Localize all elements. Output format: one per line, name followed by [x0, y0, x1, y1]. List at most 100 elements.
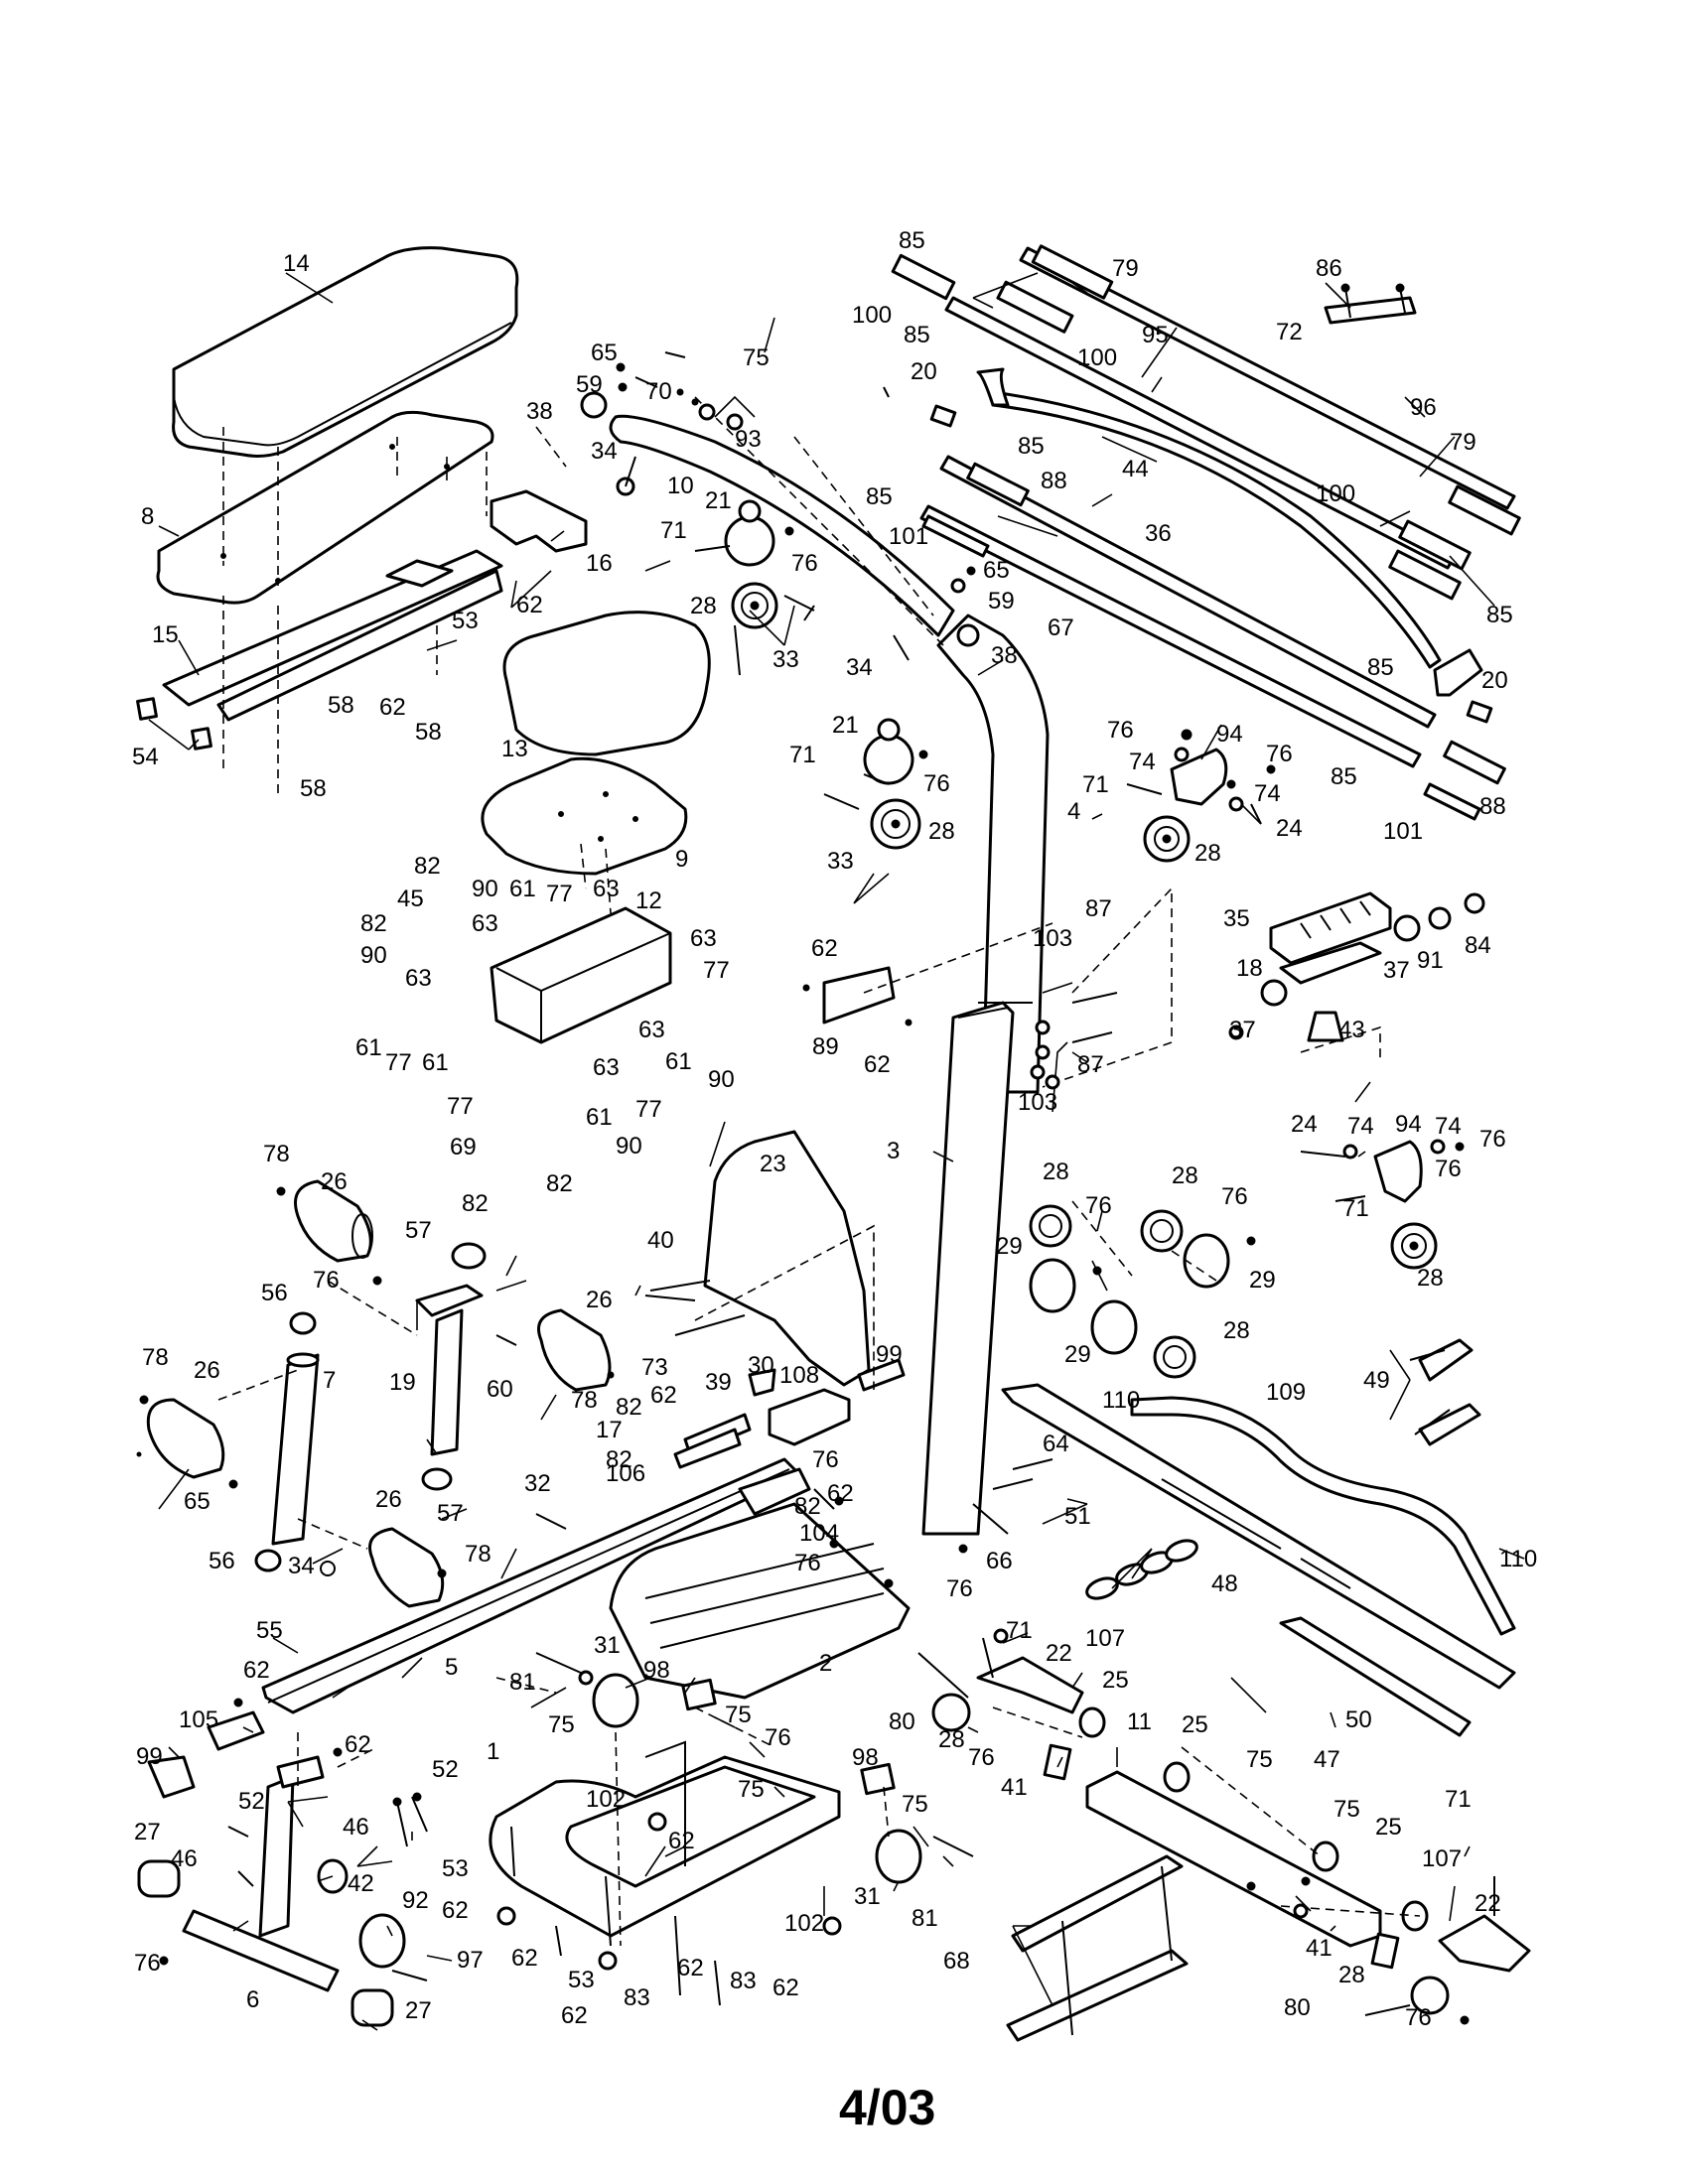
- label-74-a: 74: [1129, 749, 1156, 775]
- label-28-f: 28: [1172, 1162, 1198, 1189]
- label-93: 93: [735, 426, 762, 453]
- grip-88-lower: [1443, 740, 1506, 785]
- bracket-16: [490, 489, 588, 553]
- roller-26-left: [146, 1398, 225, 1479]
- label-67: 67: [1048, 614, 1074, 641]
- label-90-c: 90: [708, 1066, 735, 1093]
- cap-37-b: [1260, 979, 1288, 1007]
- handle-20-left: [929, 404, 957, 428]
- label-57-b: 57: [437, 1500, 464, 1527]
- label-71-f: 71: [1445, 1786, 1472, 1813]
- label-98-a: 98: [643, 1657, 670, 1684]
- knob-43: [1307, 1011, 1344, 1042]
- label-63-a: 63: [593, 876, 620, 902]
- pad-98-b: [860, 1762, 896, 1796]
- bracket-22-lower: [1438, 1914, 1531, 1973]
- label-13: 13: [501, 736, 528, 762]
- label-103-a: 103: [1033, 925, 1072, 952]
- label-25-c: 25: [1375, 1814, 1402, 1841]
- label-82-e: 82: [616, 1394, 642, 1421]
- label-62-a: 62: [516, 592, 543, 618]
- connector-99-a: [857, 1358, 906, 1392]
- label-18: 18: [1236, 955, 1263, 982]
- label-65-a: 65: [591, 340, 618, 366]
- label-74-c: 74: [1347, 1113, 1374, 1140]
- label-25-b: 25: [1182, 1711, 1208, 1738]
- label-84: 84: [1465, 932, 1491, 959]
- strap-50: [1279, 1616, 1472, 1737]
- roller-26-top: [294, 1179, 373, 1263]
- label-76-j: 76: [794, 1550, 821, 1576]
- label-76-e: 76: [1479, 1126, 1506, 1153]
- label-74-d: 74: [1435, 1113, 1462, 1140]
- label-80-b: 80: [1284, 1994, 1311, 2021]
- label-63-c: 63: [690, 925, 717, 952]
- wheel-92: [358, 1913, 406, 1969]
- shield-23: [703, 1130, 871, 1387]
- label-74-b: 74: [1254, 780, 1281, 807]
- grip-79-a: [1031, 244, 1114, 300]
- label-21-b: 21: [832, 712, 859, 739]
- plate-89: [822, 966, 896, 1024]
- label-62-n: 62: [561, 2002, 588, 2029]
- label-91: 91: [1417, 947, 1444, 974]
- cap-56-bottom: [254, 1549, 282, 1572]
- label-105: 105: [179, 1706, 218, 1733]
- bar-36: [939, 455, 1437, 729]
- pad-41-a: [1043, 1743, 1072, 1781]
- part-labels: 14 8 16 62 53 15 58 62 58 54 58 13 9 65 …: [132, 227, 1537, 2031]
- hardware-fasteners: [136, 283, 1495, 2025]
- pulley-28-a: [731, 582, 778, 629]
- cap-37-a: [1393, 914, 1421, 942]
- label-60: 60: [487, 1376, 513, 1403]
- label-85-e: 85: [1486, 602, 1513, 628]
- label-62-h: 62: [345, 1731, 371, 1758]
- label-94-b: 94: [1395, 1111, 1422, 1138]
- label-27-a: 27: [134, 1819, 161, 1845]
- label-65-c: 65: [184, 1488, 210, 1515]
- label-61-b: 61: [355, 1034, 382, 1061]
- label-27-b: 27: [405, 1997, 432, 2024]
- label-75-f: 75: [1246, 1746, 1273, 1773]
- cap-84: [1464, 892, 1485, 914]
- label-49: 49: [1363, 1367, 1390, 1394]
- label-45: 45: [397, 886, 424, 912]
- pulley-28-f: [1140, 1209, 1184, 1253]
- label-22-a: 22: [1046, 1640, 1072, 1667]
- base-upright-6: [258, 1755, 325, 1938]
- pulley-arm-21-upper: [724, 499, 775, 567]
- sleeve-27-left: [137, 1859, 181, 1898]
- pad-98-a: [681, 1678, 717, 1711]
- label-90-d: 90: [616, 1133, 642, 1160]
- label-53-c: 53: [568, 1967, 595, 1993]
- label-6: 6: [246, 1986, 259, 2013]
- label-20-a: 20: [911, 358, 937, 385]
- label-40: 40: [647, 1227, 674, 1254]
- grip-88-upper: [966, 462, 1030, 507]
- label-68: 68: [943, 1948, 970, 1975]
- holder-18: [1279, 941, 1382, 985]
- label-82-f: 82: [606, 1446, 632, 1473]
- label-76-i: 76: [812, 1446, 839, 1473]
- cap-91: [1428, 906, 1452, 930]
- label-75-g: 75: [1333, 1796, 1360, 1823]
- label-29-b: 29: [1249, 1267, 1276, 1294]
- label-65-b: 65: [983, 557, 1010, 584]
- label-16: 16: [586, 550, 613, 577]
- arm-10: [609, 414, 955, 637]
- spacer-25-a: [1078, 1706, 1106, 1738]
- tube-7: [271, 1352, 320, 1546]
- label-81-b: 81: [912, 1905, 938, 1932]
- label-61-d: 61: [665, 1048, 692, 1075]
- bracket-22-upper: [976, 1656, 1084, 1714]
- label-90-a: 90: [472, 876, 498, 902]
- label-75-e: 75: [902, 1791, 928, 1818]
- label-76-p: 76: [1405, 2004, 1432, 2031]
- label-26-c: 26: [194, 1357, 220, 1384]
- bracket-94-upper: [1170, 748, 1228, 806]
- label-53-a: 53: [452, 608, 479, 634]
- label-53-b: 53: [442, 1855, 469, 1882]
- label-30: 30: [748, 1352, 774, 1379]
- frame-front-1: [489, 1740, 841, 1938]
